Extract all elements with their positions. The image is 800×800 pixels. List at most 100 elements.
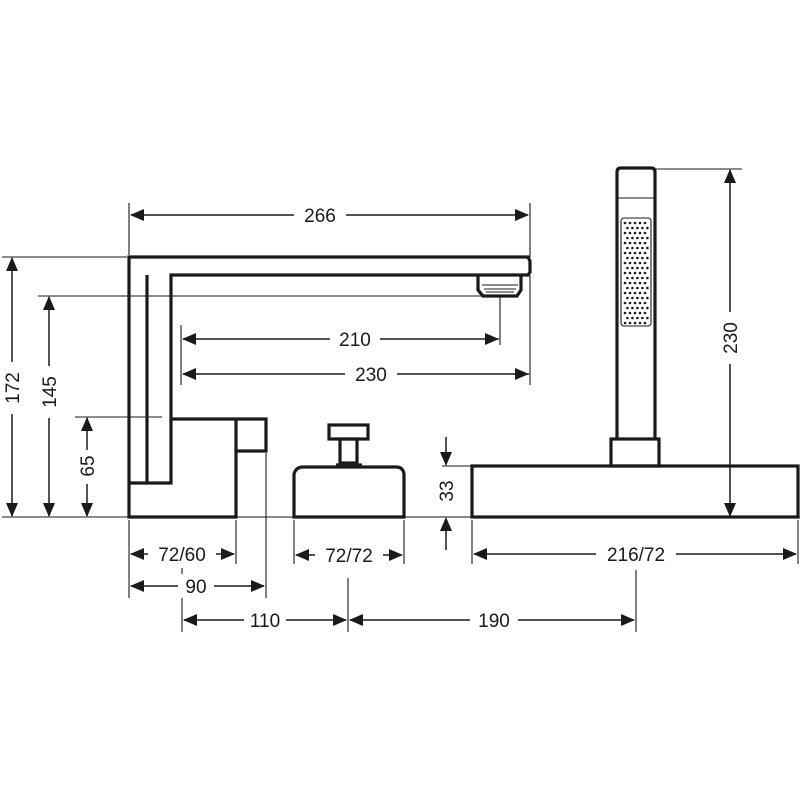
dim-line-145 <box>39 296 59 517</box>
label-72-60: 72/60 <box>158 545 206 566</box>
spray-hole <box>623 301 627 305</box>
spray-hole <box>628 231 632 235</box>
spray-hole <box>636 256 639 260</box>
dim-line-210 <box>182 327 499 351</box>
spray-hole <box>646 286 649 290</box>
spray-hole <box>638 321 642 325</box>
label-110: 110 <box>250 611 280 632</box>
label-72-72: 72/72 <box>325 546 373 567</box>
spray-hole <box>633 251 637 255</box>
shower-spray-holes <box>623 221 649 325</box>
spray-hole <box>623 291 627 295</box>
dim-line-90 <box>130 574 265 598</box>
spray-hole <box>641 296 644 300</box>
spray-hole <box>623 241 627 245</box>
dim-line-65 <box>77 417 97 517</box>
spray-hole <box>628 241 632 245</box>
spray-hole <box>638 281 642 285</box>
spray-hole <box>631 286 634 290</box>
spray-hole <box>643 271 647 275</box>
dim-line-230-horizontal <box>182 362 529 386</box>
spray-hole <box>646 256 649 260</box>
spray-hole <box>633 311 637 315</box>
spray-hole <box>631 276 634 280</box>
spray-hole <box>626 266 629 270</box>
spray-hole <box>623 261 627 265</box>
spray-hole <box>636 226 639 230</box>
spray-hole <box>638 271 642 275</box>
label-90: 90 <box>185 577 206 598</box>
spray-hole <box>631 226 634 230</box>
spray-hole <box>641 276 644 280</box>
spray-hole <box>643 221 647 225</box>
spray-hole <box>623 221 627 225</box>
spray-hole <box>628 251 632 255</box>
spray-hole <box>646 306 649 310</box>
spray-hole <box>623 311 627 315</box>
spray-hole <box>631 256 634 260</box>
spray-hole <box>633 241 637 245</box>
spray-hole <box>646 296 649 300</box>
spray-hole <box>643 251 647 255</box>
spray-hole <box>623 271 627 275</box>
spray-hole <box>643 231 647 235</box>
handle-outline <box>292 423 406 519</box>
spray-hole <box>636 266 639 270</box>
spray-hole <box>636 306 639 310</box>
spray-hole <box>636 236 639 240</box>
spray-hole <box>633 281 637 285</box>
spray-hole <box>633 261 637 265</box>
dim-line-33 <box>440 437 452 550</box>
spray-hole <box>643 281 647 285</box>
label-145: 145 <box>40 376 61 408</box>
spray-hole <box>633 221 637 225</box>
spray-hole <box>638 241 642 245</box>
label-172: 172 <box>3 372 24 404</box>
spray-hole <box>631 316 634 320</box>
dim-line-110 <box>183 608 347 632</box>
extension-lines <box>2 168 800 632</box>
spray-hole <box>631 306 634 310</box>
hand-shower-outline <box>470 166 800 519</box>
spray-hole <box>628 291 632 295</box>
spray-hole <box>628 261 632 265</box>
spray-hole <box>626 316 629 320</box>
spray-hole <box>633 231 637 235</box>
dim-line-72-72 <box>295 543 403 567</box>
spray-hole <box>628 281 632 285</box>
spray-hole <box>626 276 629 280</box>
spray-hole <box>643 311 647 315</box>
spray-hole <box>626 306 629 310</box>
spray-hole <box>628 321 632 325</box>
spray-hole <box>636 296 639 300</box>
spray-hole <box>626 246 629 250</box>
spray-hole <box>628 271 632 275</box>
spray-hole <box>633 301 637 305</box>
spray-hole <box>646 246 649 250</box>
spray-hole <box>623 231 627 235</box>
label-230-vertical: 230 <box>721 322 742 354</box>
spray-hole <box>643 241 647 245</box>
spray-hole <box>631 236 634 240</box>
spray-hole <box>636 316 639 320</box>
spray-hole <box>633 291 637 295</box>
spray-hole <box>623 321 627 325</box>
spray-hole <box>646 266 649 270</box>
spray-hole <box>631 296 634 300</box>
spray-hole <box>646 236 649 240</box>
spray-hole <box>641 286 644 290</box>
dim-line-72-60 <box>130 542 235 566</box>
spray-hole <box>646 276 649 280</box>
spray-hole <box>631 266 634 270</box>
spray-hole <box>646 226 649 230</box>
spray-hole <box>626 226 629 230</box>
dim-line-216-72 <box>473 542 797 566</box>
spray-hole <box>638 231 642 235</box>
spray-hole <box>636 246 639 250</box>
label-210: 210 <box>339 330 371 351</box>
spray-hole <box>628 311 632 315</box>
spray-hole <box>641 226 644 230</box>
spray-hole <box>636 286 639 290</box>
spray-hole <box>631 246 634 250</box>
dim-line-172 <box>2 257 22 517</box>
